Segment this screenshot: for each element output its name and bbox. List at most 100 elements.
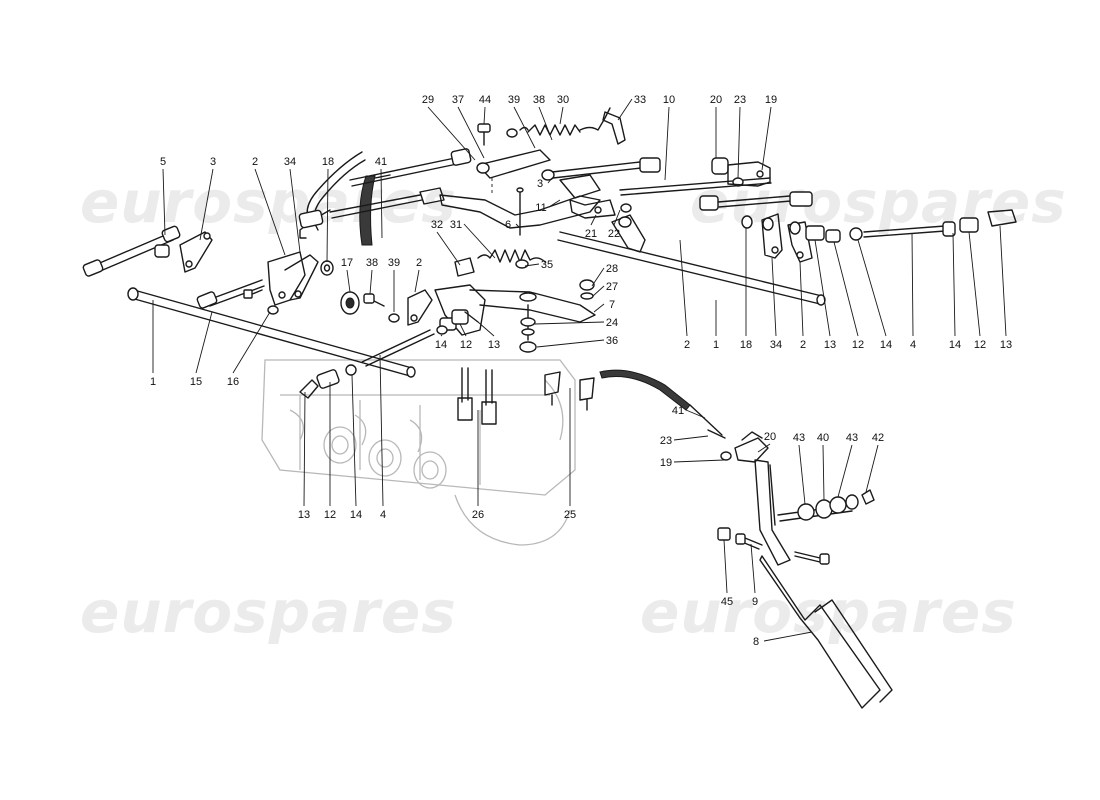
callout-leader: [326, 168, 329, 263]
callout-leader: [303, 391, 306, 507]
callout-leader: [617, 98, 633, 121]
callout-label: 28: [606, 263, 618, 275]
callout-leader: [436, 231, 461, 266]
callout-leader: [427, 106, 476, 161]
engine-block-outline: [261, 359, 576, 546]
callout-label: 3: [537, 178, 543, 190]
callout-label: 21: [585, 228, 597, 240]
bolt-15-washer-16: [243, 289, 279, 315]
studs-25: [544, 371, 595, 411]
callout-leader: [593, 303, 605, 313]
callout-label: 13: [1000, 339, 1012, 351]
callout-leader: [346, 269, 351, 293]
callout-label: 2: [416, 257, 422, 269]
callout-leader: [771, 257, 777, 337]
callout-leader: [673, 435, 709, 441]
right-side-links: [611, 213, 813, 263]
rod-10-assembly: [541, 157, 661, 219]
callout-leader: [999, 225, 1007, 337]
callout-label: 33: [634, 94, 646, 106]
callout-label: 19: [765, 94, 777, 106]
callout-leader: [723, 539, 728, 594]
watermark-bottom-right: eurospares: [640, 578, 1017, 646]
callout-leader: [538, 106, 553, 141]
callout-label: 3: [210, 156, 216, 168]
callout-leader: [515, 223, 521, 229]
callout-leader: [459, 323, 467, 337]
callout-leader: [591, 267, 605, 287]
callout-label: 14: [880, 339, 892, 351]
callout-label: 41: [672, 405, 684, 417]
callout-leader: [162, 168, 166, 236]
cross-rod-left: [127, 287, 416, 378]
callout-label: 18: [740, 339, 752, 351]
cable-41-lower: [599, 369, 726, 439]
callout-leader: [679, 239, 688, 337]
callout-leader: [559, 106, 564, 125]
callout-label: 14: [350, 509, 362, 521]
callout-label: 23: [660, 435, 672, 447]
callout-leader: [289, 168, 301, 253]
callout-label: 41: [375, 156, 387, 168]
callout-leader: [351, 374, 357, 507]
bearing-and-small-parts: [340, 289, 433, 326]
callout-label: 4: [380, 509, 386, 521]
callout-leader: [799, 261, 804, 337]
callout-leader: [757, 443, 771, 453]
callout-label: 30: [557, 94, 569, 106]
callout-label: 20: [710, 94, 722, 106]
watermarks: eurospares eurospares eurospares eurospa…: [80, 168, 1066, 646]
watermark-bottom-left: eurospares: [80, 578, 457, 646]
callout-leader: [414, 269, 420, 293]
callout-leader: [865, 444, 879, 493]
callout-label: 17: [341, 257, 353, 269]
callout-label: 39: [508, 94, 520, 106]
center-rod-4: [361, 309, 479, 367]
callout-leader: [536, 339, 605, 348]
callout-leader: [673, 459, 725, 463]
callout-label: 15: [190, 376, 202, 388]
callout-leader: [199, 168, 214, 241]
callout-leader: [534, 321, 605, 325]
callout-label: 43: [846, 432, 858, 444]
callout-label: 16: [227, 376, 239, 388]
callout-label: 25: [564, 509, 576, 521]
callout-label: 36: [606, 335, 618, 347]
callout-leader: [369, 269, 373, 295]
callout-label: 6: [505, 219, 511, 231]
callout-leader: [664, 106, 670, 181]
callout-label: 4: [910, 339, 916, 351]
callout-leader: [952, 232, 956, 337]
callout-leader: [254, 168, 286, 256]
callout-leader: [440, 334, 443, 337]
callout-leader: [547, 177, 553, 184]
callout-label: 5: [160, 156, 166, 168]
callout-label: 19: [660, 457, 672, 469]
rod-assembly-5: [82, 225, 213, 277]
callout-leader: [685, 409, 706, 419]
callout-leader: [548, 199, 561, 208]
callout-leader: [857, 239, 887, 337]
callout-label: 2: [800, 339, 806, 351]
callout-leader: [524, 263, 540, 267]
callout-label: 37: [452, 94, 464, 106]
callout-leader: [592, 285, 605, 297]
cross-rod-right: [557, 231, 826, 306]
callout-label: 12: [324, 509, 336, 521]
callout-label: 11: [535, 202, 546, 214]
callout-label: 35: [541, 259, 553, 271]
callout-label: 13: [488, 339, 500, 351]
callout-label: 38: [366, 257, 378, 269]
fork-20-23-19-upper: [711, 157, 771, 187]
callout-label: 13: [824, 339, 836, 351]
bolt-44: [477, 123, 491, 146]
callout-leader: [798, 444, 806, 505]
callout-label: 7: [609, 299, 615, 311]
callout-label: 34: [284, 156, 296, 168]
callout-label: 14: [435, 339, 447, 351]
right-far-rod: [805, 209, 1017, 243]
callout-label: 40: [817, 432, 829, 444]
callout-label: 14: [949, 339, 961, 351]
callout-label: 27: [606, 281, 618, 293]
